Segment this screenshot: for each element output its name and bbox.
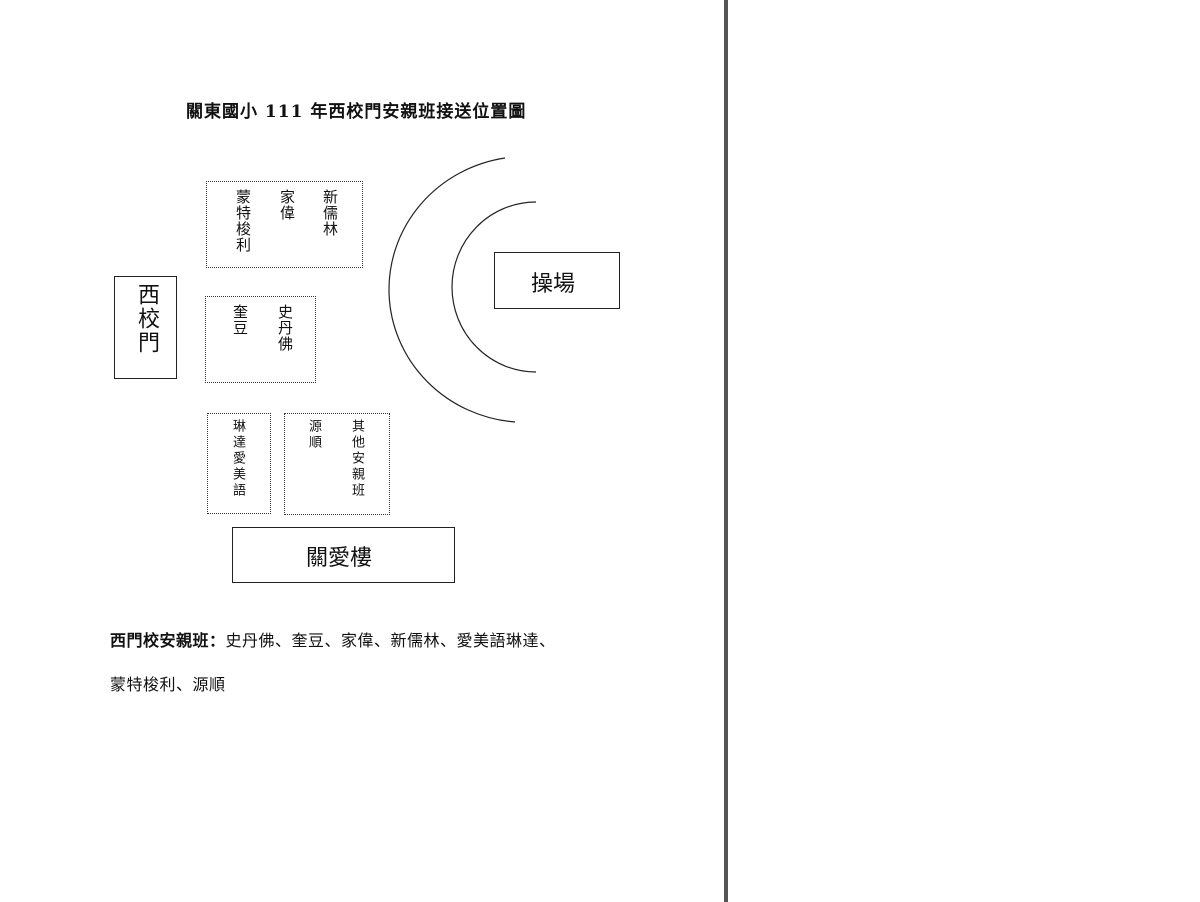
note-label: 西門校安親班： xyxy=(110,631,226,650)
note-line-2: 蒙特梭利、源順 xyxy=(110,671,226,695)
pickup-zone-3 xyxy=(207,413,271,514)
west-gate-box xyxy=(114,276,177,379)
zone3-col1: 琳達愛美語 xyxy=(230,419,245,499)
building-box xyxy=(232,527,455,583)
west-gate-label: 西校門 xyxy=(134,283,159,355)
outer-arc xyxy=(388,157,516,423)
pickup-zone-2 xyxy=(205,296,316,383)
page-divider xyxy=(724,0,728,902)
inner-arc xyxy=(451,201,537,373)
playground-arcs xyxy=(388,157,537,423)
document-title: 關東國小 111 年西校門安親班接送位置圖 xyxy=(186,102,527,122)
pickup-zone-4 xyxy=(284,413,390,515)
note-text-1: 史丹佛、奎豆、家偉、新儒林、愛美語琳達、 xyxy=(225,631,556,650)
document-page: 關東國小 111 年西校門安親班接送位置圖 西校門 操場 關愛樓 蒙特梭利 家偉… xyxy=(110,102,620,695)
note-text-2: 蒙特梭利、源順 xyxy=(110,675,226,694)
zone2-col1: 奎豆 xyxy=(231,304,249,336)
zone1-col1: 蒙特梭利 xyxy=(234,189,252,253)
zone1-col3: 新儒林 xyxy=(321,189,339,237)
building-label: 關愛樓 xyxy=(306,546,373,571)
playground-label: 操場 xyxy=(531,272,576,297)
blank-page xyxy=(728,0,1200,902)
zone4-col1: 源順 xyxy=(306,419,321,451)
zone4-col2: 其他安親班 xyxy=(349,419,364,499)
note-line-1: 西門校安親班：史丹佛、奎豆、家偉、新儒林、愛美語琳達、 xyxy=(110,627,556,651)
playground-box xyxy=(494,252,620,309)
zone1-col2: 家偉 xyxy=(278,189,296,221)
pickup-zone-1 xyxy=(206,181,363,268)
zone2-col2: 史丹佛 xyxy=(276,304,294,352)
